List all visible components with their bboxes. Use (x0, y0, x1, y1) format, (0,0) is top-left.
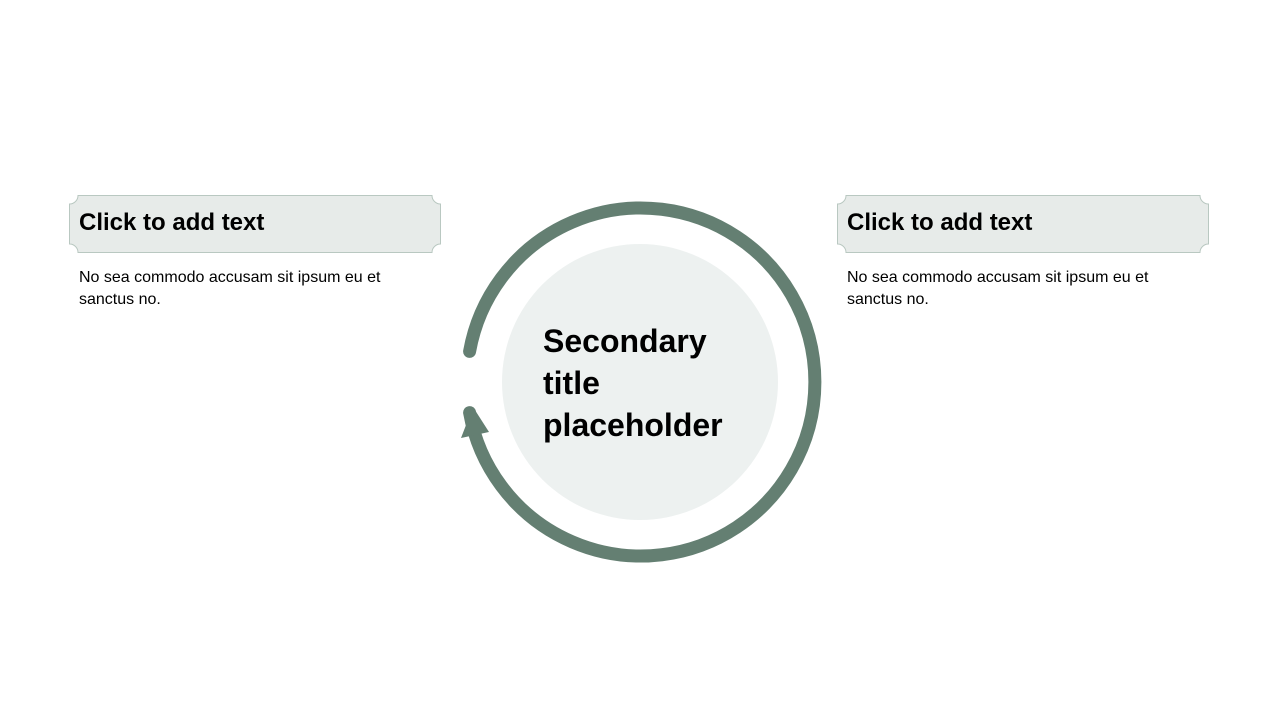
text-block-right: Click to add text No sea commodo accusam… (836, 194, 1210, 311)
block-heading-right: Click to add text (847, 209, 1033, 236)
header-box-left[interactable]: Click to add text (68, 194, 442, 254)
cycle-arrow-arc (463, 201, 822, 563)
block-body-left[interactable]: No sea commodo accusam sit ipsum eu et s… (79, 269, 381, 308)
text-block-left: Click to add text No sea commodo accusam… (68, 194, 442, 311)
header-shape-right (837, 195, 1209, 253)
block-body-right[interactable]: No sea commodo accusam sit ipsum eu et s… (847, 269, 1149, 308)
header-box-right[interactable]: Click to add text (836, 194, 1210, 254)
center-circle (502, 244, 778, 520)
cycle-arrow-head (461, 407, 489, 438)
center-title[interactable]: Secondary title placeholder (543, 323, 723, 443)
block-heading-left: Click to add text (79, 209, 265, 236)
header-shape-left (69, 195, 441, 253)
